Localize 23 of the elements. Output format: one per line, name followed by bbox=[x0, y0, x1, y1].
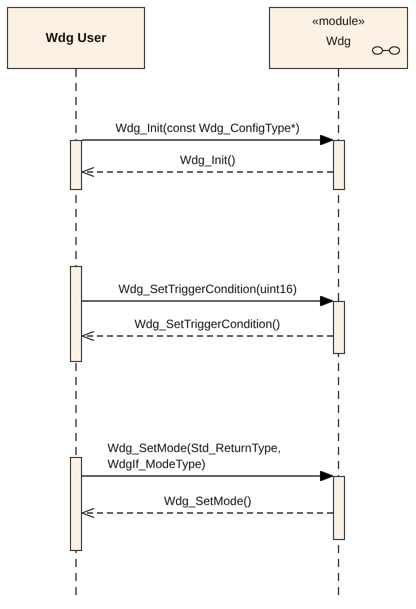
stereotype-label: «module» bbox=[312, 13, 365, 29]
activation-bar bbox=[70, 457, 82, 551]
participant-box bbox=[7, 7, 145, 69]
message-arrow bbox=[82, 296, 334, 306]
activation-bar bbox=[333, 301, 345, 354]
message-label: Wdg_SetTriggerCondition(uint16) bbox=[118, 281, 297, 297]
message-label: Wdg_SetTriggerCondition() bbox=[134, 316, 280, 332]
participant-name: Wdg User bbox=[46, 30, 106, 46]
return-arrow bbox=[82, 508, 333, 518]
message-label: Wdg_SetMode(Std_ReturnType, WdgIf_ModeType) bbox=[108, 440, 282, 472]
participant-name: Wdg bbox=[326, 33, 351, 49]
message-arrow bbox=[82, 470, 334, 482]
message-label: Wdg_Init(const Wdg_ConfigType*) bbox=[116, 120, 300, 136]
message-arrow bbox=[82, 134, 334, 146]
message-label: Wdg_SetMode() bbox=[164, 493, 252, 509]
activation-bar bbox=[70, 266, 82, 362]
activation-bar bbox=[333, 476, 345, 540]
return-arrow bbox=[82, 331, 333, 341]
activation-bar bbox=[70, 140, 82, 190]
participant-box bbox=[269, 7, 408, 69]
message-label: Wdg_Init() bbox=[180, 152, 236, 168]
return-arrow bbox=[82, 167, 333, 177]
activation-bar bbox=[333, 140, 345, 190]
